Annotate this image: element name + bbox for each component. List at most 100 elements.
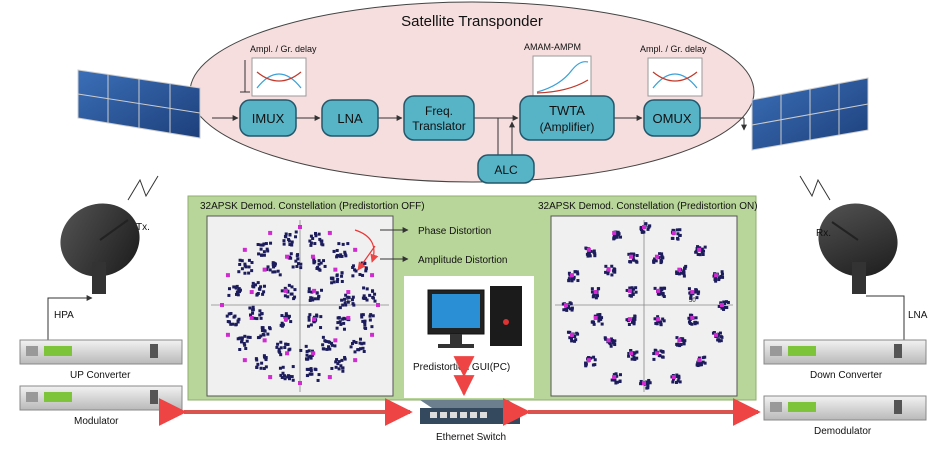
constellation-point [689, 294, 693, 298]
constellation-point [573, 339, 577, 343]
constellation-point [280, 321, 284, 325]
constellation-point [250, 261, 254, 265]
constellation-point [726, 300, 730, 304]
predistortion-gui-label: Predistortion GUI(PC) [413, 362, 510, 373]
constellation-point [279, 373, 283, 377]
constellation-point [247, 258, 251, 262]
up-converter-device [19, 339, 183, 365]
constellation-point [688, 313, 692, 317]
constellation-point [289, 320, 293, 324]
constellation-point [716, 334, 720, 338]
constellation-point [613, 270, 617, 274]
constellation-point [700, 250, 704, 254]
constellation-point [612, 268, 616, 272]
constellation-point [350, 298, 354, 302]
constellation-point [299, 348, 303, 352]
constellation-point [634, 290, 638, 294]
constellation-reference-point [262, 338, 267, 343]
constellation-point [327, 345, 331, 349]
constellation-point [260, 328, 264, 332]
constellation-point [576, 272, 580, 276]
constellation-point [371, 289, 375, 293]
constellation-point [335, 280, 339, 284]
pc-monitor-icon [427, 289, 485, 348]
constellation-point [338, 306, 342, 310]
constellation-reference-point [656, 317, 661, 322]
constellation-point [373, 299, 377, 303]
constellation-point [365, 298, 369, 302]
constellation-point [662, 319, 666, 323]
constellation-point [329, 341, 333, 345]
constellation-point [255, 317, 259, 321]
constellation-point [661, 317, 665, 321]
constellation-point [639, 379, 643, 383]
constellation-point [287, 283, 291, 287]
constellation-point [610, 264, 614, 268]
constellation-point [568, 330, 572, 334]
constellation-point [633, 357, 637, 361]
constellation-point [276, 342, 280, 346]
constellation-point [613, 378, 617, 382]
constellation-point [260, 253, 264, 257]
constellation-point [564, 307, 568, 311]
constellation-point [703, 245, 707, 249]
constellation-point [262, 333, 266, 337]
constellation-point [370, 325, 374, 329]
constellation-point [283, 286, 287, 290]
mini-chart-middle-label: AMAM-AMPM [524, 42, 581, 52]
constellation-point [694, 316, 698, 320]
constellation-point [244, 265, 248, 269]
constellation-point [262, 284, 266, 288]
constellation-point [334, 360, 338, 364]
constellation-point [315, 314, 319, 318]
constellation-point [612, 341, 616, 345]
constellation-point [279, 353, 283, 357]
constellation-point [656, 292, 660, 296]
constellation-point [257, 287, 261, 291]
constellation-point [294, 230, 298, 234]
mini-chart-right-label: Ampl. / Gr. delay [640, 44, 707, 54]
constellation-point [609, 344, 613, 348]
constellation-point [688, 291, 692, 295]
constellation-point [235, 284, 239, 288]
constellation-point [273, 270, 277, 274]
constellation-point [682, 269, 686, 273]
svg-text:(Amplifier): (Amplifier) [540, 120, 595, 134]
constellation-point [312, 257, 316, 261]
constellation-point [260, 312, 264, 316]
constellation-point [247, 271, 251, 275]
constellation-point [247, 265, 251, 269]
constellation-point [635, 350, 639, 354]
amplitude-distortion-label: Amplitude Distortion [418, 255, 507, 266]
constellation-point [315, 291, 319, 295]
constellation-point [240, 259, 244, 263]
constellation-point [240, 267, 244, 271]
constellation-point [317, 262, 321, 266]
constellation-point [659, 258, 663, 262]
constellation-point [237, 288, 241, 292]
constellation-point [278, 350, 282, 354]
constellation-point [236, 293, 240, 297]
constellation-point [317, 373, 321, 377]
constellation-reference-point [629, 254, 634, 259]
constellation-point [682, 342, 686, 346]
constellation-point [339, 322, 343, 326]
constellation-point [317, 267, 321, 271]
constellation-reference-point [312, 317, 317, 322]
constellation-point [594, 296, 598, 300]
constellation-point [340, 358, 344, 362]
constellation-point [363, 319, 367, 323]
constellation-point [587, 356, 591, 360]
constellation-reference-point [629, 351, 634, 356]
constellation-point [725, 306, 729, 310]
demodulator-label: Demodulator [814, 426, 872, 437]
constellation-point [340, 279, 344, 283]
constellation-point [354, 340, 358, 344]
constellation-point [346, 300, 350, 304]
constellation-point [313, 231, 317, 235]
constellation-point [243, 343, 247, 347]
constellation-point [254, 283, 258, 287]
constellation-point [569, 336, 573, 340]
constellation-point [712, 274, 716, 278]
constellation-reference-point [612, 230, 617, 235]
